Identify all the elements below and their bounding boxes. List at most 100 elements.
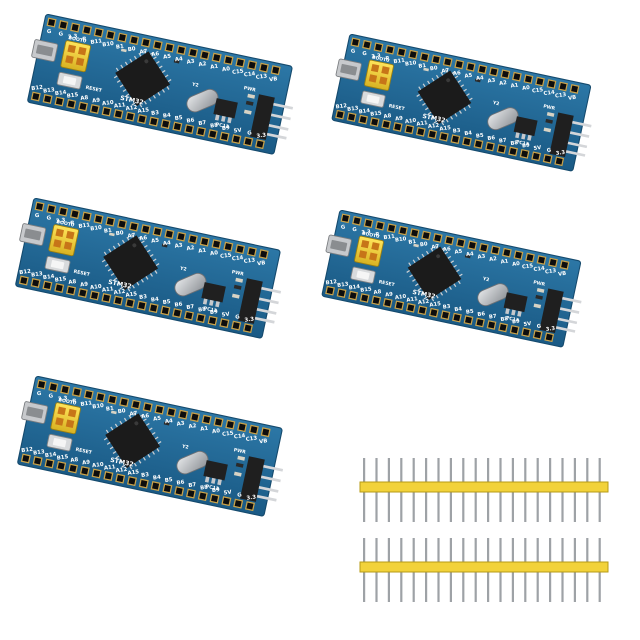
reset-label: RESET bbox=[75, 447, 93, 456]
top-pin-label: A3 bbox=[186, 59, 195, 66]
bottom-pin-label: 3.3 bbox=[555, 150, 565, 157]
top-pin-label: C14 bbox=[232, 255, 244, 263]
top-pin-label: C13 bbox=[243, 257, 255, 265]
bottom-pin-label: B9 bbox=[222, 125, 231, 132]
bottom-pin-label: B8 bbox=[198, 307, 207, 314]
bottom-pin-label: B5 bbox=[174, 115, 183, 122]
top-pin-label: A6 bbox=[443, 246, 452, 253]
bottom-pin-label: B4 bbox=[163, 112, 172, 119]
boot-label: BOOT0 bbox=[56, 219, 75, 229]
bottom-pin-label: B3 bbox=[452, 128, 461, 135]
bottom-pin-label: 3.3 bbox=[545, 326, 555, 333]
bottom-pin-label: B7 bbox=[499, 138, 508, 145]
bottom-pin-label: A10 bbox=[395, 294, 407, 302]
top-pin-label: C14 bbox=[244, 71, 256, 79]
bottom-pin-label: B7 bbox=[188, 482, 197, 489]
bottom-pin-label: B6 bbox=[487, 135, 496, 142]
pc13-label: PC13 bbox=[215, 122, 229, 131]
bottom-pin-label: B8 bbox=[500, 316, 509, 323]
bottom-pin-label: B8 bbox=[510, 140, 519, 147]
pin-header-strip bbox=[359, 458, 609, 522]
bottom-pin-label: B5 bbox=[162, 299, 171, 306]
top-pin-label: C15 bbox=[532, 87, 544, 95]
top-pin-label: G bbox=[48, 393, 54, 400]
pwr-label: PWR bbox=[543, 104, 556, 112]
bottom-pin-label: B3 bbox=[141, 472, 150, 479]
bottom-pin-label: A9 bbox=[92, 97, 101, 104]
top-pin-label: C15 bbox=[232, 68, 244, 76]
crystal-label: Y2 bbox=[178, 265, 187, 272]
bottom-pin-label: B12 bbox=[31, 85, 44, 93]
bottom-pin-label: B8 bbox=[210, 123, 219, 130]
top-pin-label: C14 bbox=[543, 90, 555, 98]
bottom-pin-label: B9 bbox=[210, 309, 219, 316]
top-pin-label: A5 bbox=[464, 73, 473, 80]
top-pin-label: B11 bbox=[383, 234, 395, 242]
boot-label: BOOT0 bbox=[68, 35, 87, 45]
top-pin-label: A3 bbox=[174, 243, 183, 250]
top-pin-label: VB bbox=[269, 76, 278, 83]
chip-label: STM32 bbox=[412, 289, 436, 301]
bottom-pin-label: B5 bbox=[164, 477, 173, 484]
top-pin-label: 3.3 bbox=[371, 53, 381, 60]
chip-label: STM32 bbox=[422, 113, 446, 125]
bottom-pin-label: B7 bbox=[489, 314, 498, 321]
bottom-pin-label: G bbox=[235, 314, 241, 321]
pc13-label: PC13 bbox=[203, 306, 217, 315]
top-pin-label: R bbox=[385, 56, 390, 63]
bottom-pin-label: B7 bbox=[198, 120, 207, 127]
bottom-pin-label: A10 bbox=[405, 118, 417, 126]
bottom-pin-label: B12 bbox=[21, 447, 34, 455]
top-pin-label: B11 bbox=[393, 58, 405, 66]
header-plastic bbox=[359, 481, 609, 493]
top-pin-label: A5 bbox=[153, 416, 162, 423]
top-pin-label: C14 bbox=[234, 433, 246, 441]
top-pin-label: B1 bbox=[106, 406, 115, 413]
bottom-pin-label: A12 bbox=[418, 299, 430, 307]
top-pin-label: A2 bbox=[499, 80, 508, 87]
top-pin-label: A0 bbox=[210, 250, 219, 257]
top-pin-label: B0 bbox=[117, 408, 126, 415]
top-pin-label: A3 bbox=[176, 421, 185, 428]
crystal-label: Y2 bbox=[491, 100, 500, 107]
top-pin-label: A7 bbox=[441, 68, 450, 75]
top-pin-label: B1 bbox=[116, 44, 125, 51]
top-pin-label: A0 bbox=[522, 85, 531, 92]
top-pin-label: C15 bbox=[522, 263, 534, 271]
top-pin-label: A1 bbox=[500, 258, 509, 265]
bottom-pin-label: A8 bbox=[70, 457, 79, 464]
top-pin-label: B11 bbox=[80, 400, 93, 408]
top-pin-label: A1 bbox=[200, 426, 209, 433]
bottom-pin-label: A12 bbox=[113, 289, 126, 297]
top-pin-label: A0 bbox=[222, 66, 231, 73]
bottom-pin-label: A11 bbox=[114, 102, 127, 110]
top-pin-label: B10 bbox=[102, 41, 115, 49]
top-pin-label: A2 bbox=[489, 256, 498, 263]
top-pin-label: B10 bbox=[90, 225, 103, 233]
chip-label: STM32 bbox=[119, 95, 144, 107]
top-pin-label: A2 bbox=[198, 61, 207, 68]
bottom-pin-label: 5V bbox=[523, 321, 532, 328]
bottom-pin-label: B14 bbox=[55, 90, 68, 98]
top-pin-label: G bbox=[351, 48, 356, 55]
bottom-pin-label: B6 bbox=[174, 301, 183, 308]
bottom-pin-label: A12 bbox=[125, 105, 138, 113]
bottom-pin-label: A8 bbox=[80, 95, 89, 102]
top-pin-label: G bbox=[47, 29, 53, 36]
top-pin-label: 3.3 bbox=[361, 229, 371, 236]
bottom-pin-label: A10 bbox=[92, 462, 105, 470]
bottom-pin-label: B5 bbox=[476, 133, 485, 140]
bottom-pin-label: B15 bbox=[56, 454, 69, 462]
pin-header-strip bbox=[359, 538, 609, 602]
top-pin-label: B0 bbox=[430, 65, 439, 72]
top-pin-label: C13 bbox=[545, 268, 557, 276]
bottom-pin-label: A12 bbox=[428, 123, 440, 131]
top-pin-label: A2 bbox=[188, 423, 197, 430]
reset-label: RESET bbox=[73, 269, 91, 278]
top-pin-label: A4 bbox=[165, 418, 174, 425]
crystal-label: Y2 bbox=[481, 276, 490, 283]
top-pin-label: A4 bbox=[476, 75, 485, 82]
